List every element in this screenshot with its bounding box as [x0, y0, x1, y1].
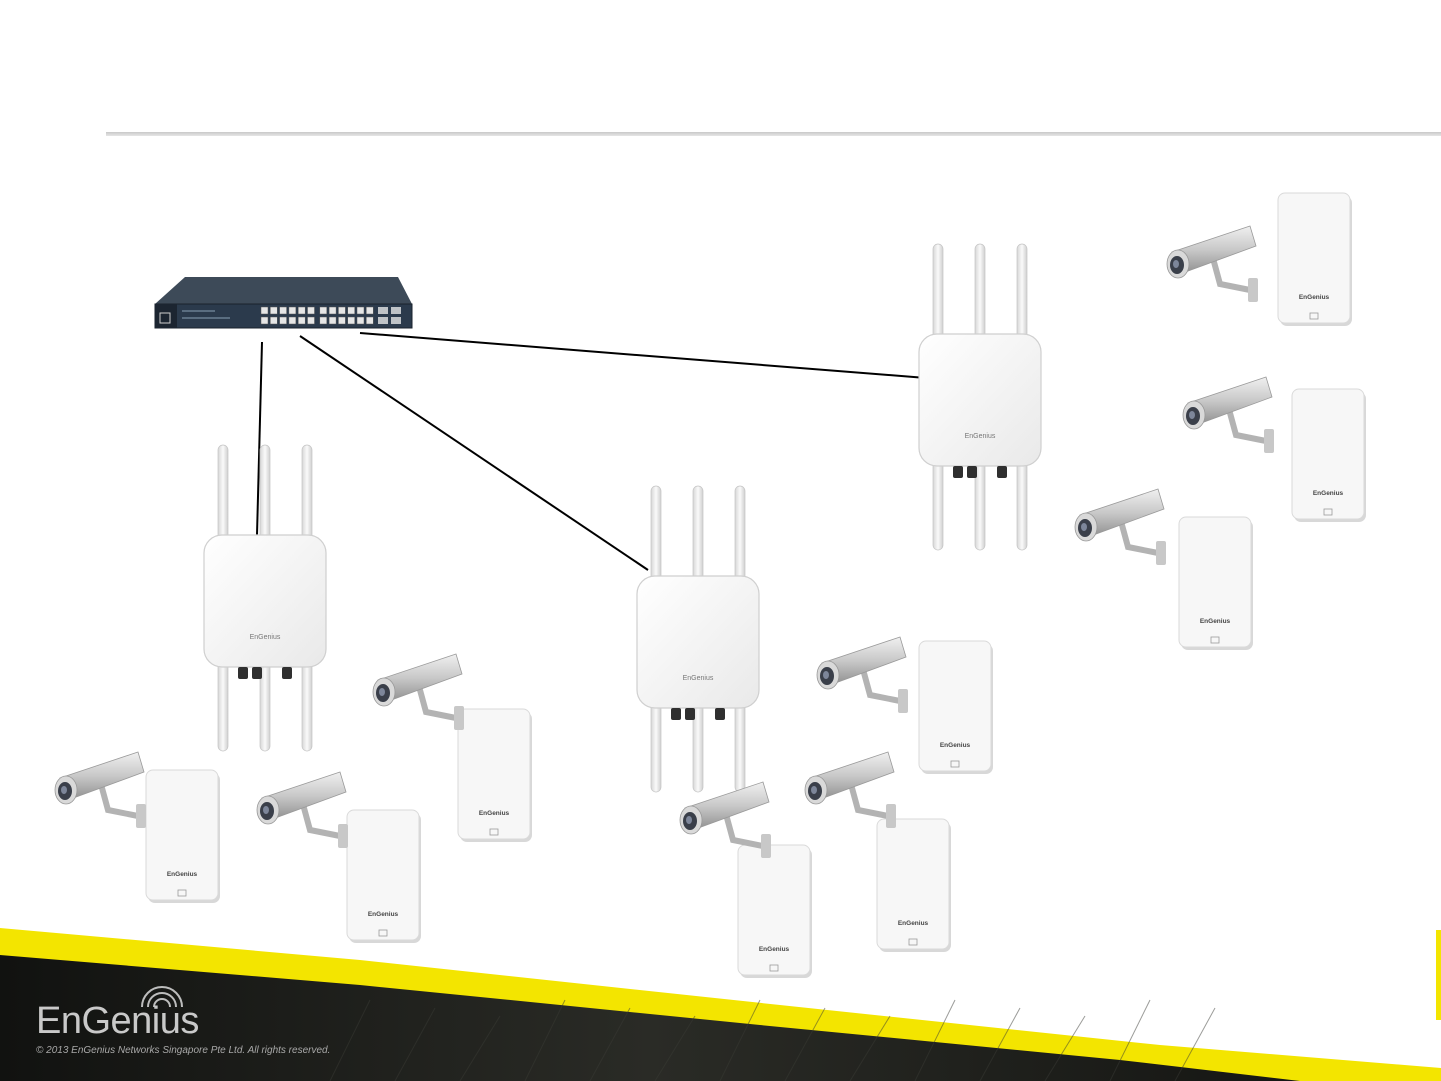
ap-right: EnGenius	[919, 244, 1041, 550]
device-brand-label: EnGenius	[167, 871, 198, 878]
device-brand-label: EnGenius	[1313, 490, 1344, 497]
cpe-4: EnGenius	[817, 637, 993, 774]
device-brand-label: EnGenius	[479, 810, 510, 817]
cpe-2: EnGenius	[257, 772, 421, 943]
link-line-ap-middle	[300, 336, 648, 570]
device-brand-label: EnGenius	[1299, 294, 1330, 301]
device-brand-label: EnGenius	[683, 675, 714, 682]
device-brand-label: EnGenius	[965, 433, 996, 440]
device-brand-label: EnGenius	[1200, 618, 1231, 625]
device-brand-label: EnGenius	[368, 911, 399, 918]
cpe-8: EnGenius	[1183, 377, 1366, 522]
cpe-7: EnGenius	[1167, 193, 1352, 326]
device-brand-label: EnGenius	[759, 946, 790, 953]
ap-left: EnGenius	[204, 445, 326, 751]
link-line-ap-right	[360, 333, 926, 378]
cpe-1: EnGenius	[55, 752, 220, 903]
cpe-6: EnGenius	[805, 752, 951, 952]
device-brand-label: EnGenius	[898, 920, 929, 927]
cpe-5: EnGenius	[680, 782, 812, 978]
device-brand-label: EnGenius	[940, 742, 971, 749]
footer-copyright: © 2013 EnGenius Networks Singapore Pte L…	[36, 1045, 330, 1056]
device-brand-label: EnGenius	[250, 634, 281, 641]
footer-band	[0, 928, 1441, 1081]
poe-switch	[155, 277, 412, 328]
cpe-9: EnGenius	[1075, 489, 1253, 650]
footer-logo: EnGenius	[36, 1000, 199, 1043]
ap-middle: EnGenius	[637, 486, 759, 792]
